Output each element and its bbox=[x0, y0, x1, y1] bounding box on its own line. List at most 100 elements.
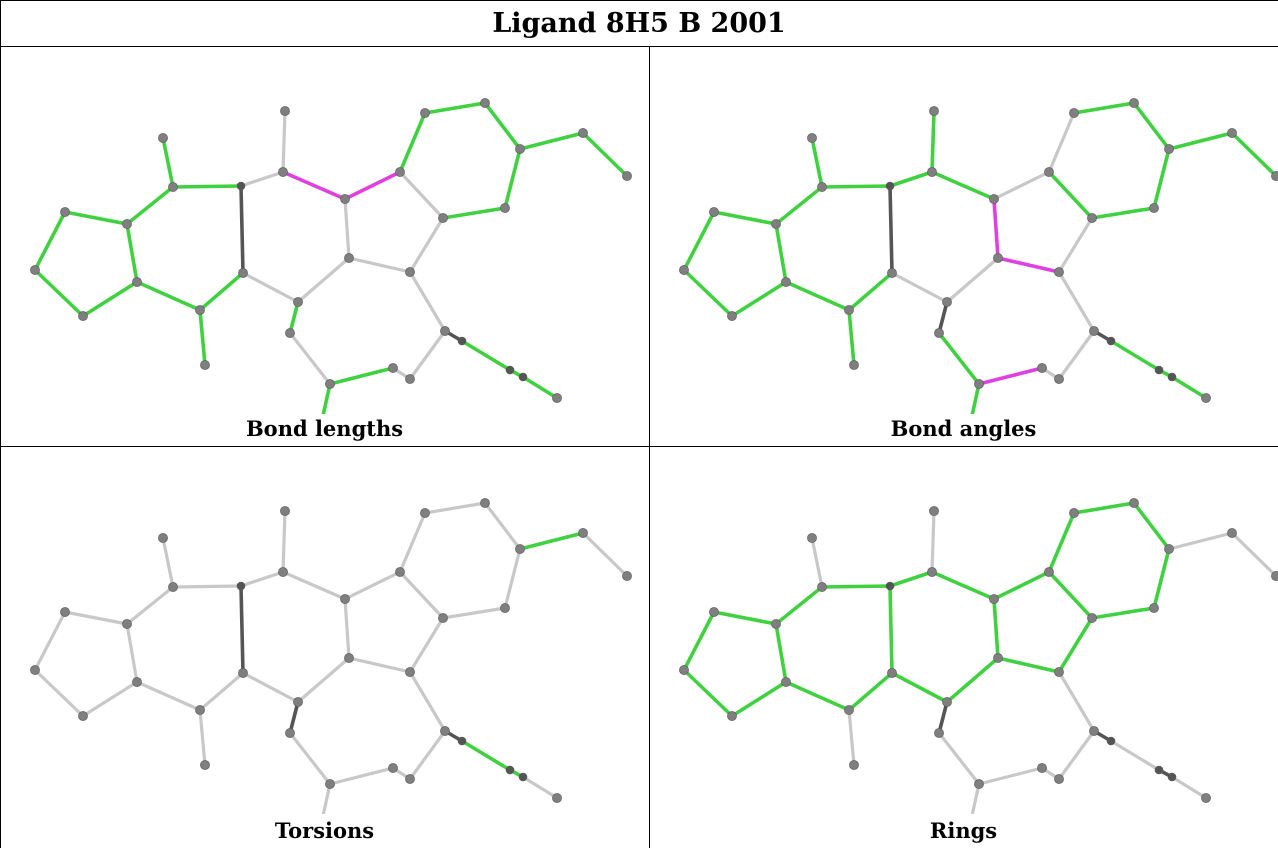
bond-ok-7 bbox=[992, 570, 1051, 601]
atom-9 bbox=[1227, 528, 1237, 538]
atom-11 bbox=[168, 582, 178, 592]
bond-ok-4 bbox=[888, 584, 894, 675]
atom-9 bbox=[1227, 128, 1237, 138]
atom-20 bbox=[942, 297, 952, 307]
atom-32 bbox=[518, 772, 528, 782]
atom-1 bbox=[158, 133, 168, 143]
atom-13 bbox=[709, 207, 719, 217]
atom-19 bbox=[238, 668, 248, 678]
molecule-diagram-bond-angles bbox=[679, 98, 1278, 414]
bond-ok-14 bbox=[1167, 131, 1234, 151]
bond-ok-28 bbox=[198, 308, 207, 367]
bond-ok-0 bbox=[930, 109, 936, 174]
atom-32 bbox=[1167, 372, 1177, 382]
molecule-diagram-rings bbox=[679, 498, 1278, 814]
atom-15 bbox=[727, 711, 737, 721]
bond-default-18 bbox=[408, 616, 445, 674]
atom-17 bbox=[195, 305, 205, 315]
bond-ok-21 bbox=[847, 671, 894, 712]
atom-9 bbox=[578, 528, 588, 538]
row-divider bbox=[0, 446, 1278, 447]
atom-15 bbox=[727, 311, 737, 321]
column-divider bbox=[649, 46, 650, 848]
atom-7 bbox=[1044, 567, 1054, 577]
bond-ok-29 bbox=[288, 300, 300, 335]
atom-25 bbox=[500, 603, 510, 613]
bond-ok-13 bbox=[1047, 170, 1094, 220]
atom-3 bbox=[1129, 98, 1139, 108]
bond-ok-22 bbox=[784, 680, 851, 712]
bond-ok-2 bbox=[125, 185, 175, 226]
bond-ok-23 bbox=[774, 222, 788, 284]
bond-outlier-16 bbox=[992, 197, 1000, 260]
bond-ok-35 bbox=[970, 382, 981, 414]
bond-default-35 bbox=[321, 782, 332, 814]
atom-24 bbox=[1087, 213, 1097, 223]
atom-25 bbox=[500, 203, 510, 213]
atom-10 bbox=[622, 571, 632, 581]
bond-outlier-31 bbox=[977, 366, 1044, 386]
atom-9 bbox=[578, 128, 588, 138]
bond-default-5 bbox=[239, 170, 285, 188]
atom-10 bbox=[1271, 171, 1278, 181]
bond-ok-16 bbox=[992, 597, 1000, 660]
bond-default-5 bbox=[239, 570, 285, 588]
atom-0 bbox=[280, 106, 290, 116]
atom-22 bbox=[993, 653, 1003, 663]
bond-default-13 bbox=[398, 570, 445, 620]
bond-ok-8 bbox=[1047, 511, 1076, 574]
atom-1 bbox=[807, 133, 817, 143]
atom-19 bbox=[887, 668, 897, 678]
bond-ok-5 bbox=[888, 170, 934, 188]
atom-16 bbox=[781, 677, 791, 687]
atom-27 bbox=[1106, 336, 1116, 346]
atom-33 bbox=[1201, 793, 1211, 803]
atom-30 bbox=[974, 379, 984, 389]
atom-21 bbox=[285, 328, 295, 338]
bond-default-11 bbox=[503, 547, 522, 610]
bond-default-19 bbox=[296, 656, 351, 704]
atom-28 bbox=[388, 763, 398, 773]
bond-ok-35 bbox=[321, 382, 332, 414]
atom-3 bbox=[480, 498, 490, 508]
bond-ok-20 bbox=[890, 671, 949, 704]
bond-default-26 bbox=[33, 668, 85, 718]
bond-ok-15 bbox=[581, 131, 629, 178]
atom-4 bbox=[885, 581, 895, 591]
bond-ok-14 bbox=[518, 531, 585, 551]
bond-ok-11 bbox=[1152, 147, 1171, 210]
bond-dark-29 bbox=[937, 300, 949, 335]
atom-19 bbox=[238, 268, 248, 278]
bond-default-1 bbox=[161, 536, 175, 589]
atom-12 bbox=[771, 219, 781, 229]
atom-28 bbox=[1037, 363, 1047, 373]
bond-ok-23 bbox=[774, 622, 788, 684]
atom-13 bbox=[709, 607, 719, 617]
bond-default-24 bbox=[63, 610, 129, 626]
atom-6 bbox=[989, 194, 999, 204]
atom-31 bbox=[505, 765, 515, 775]
bond-ok-28 bbox=[847, 308, 856, 367]
bond-ok-22 bbox=[784, 280, 851, 312]
bond-ok-1 bbox=[810, 136, 824, 189]
atom-11 bbox=[168, 182, 178, 192]
bond-default-7 bbox=[992, 170, 1051, 201]
panel-bond-angles: Bond angles bbox=[649, 46, 1278, 446]
bond-ok-1 bbox=[161, 136, 175, 189]
atom-4 bbox=[885, 181, 895, 191]
bond-outlier-7 bbox=[343, 170, 402, 201]
atom-6 bbox=[340, 594, 350, 604]
bond-default-15 bbox=[581, 531, 629, 578]
bond-default-19 bbox=[945, 256, 1000, 304]
bond-ok-12 bbox=[1090, 206, 1156, 220]
atom-5 bbox=[278, 567, 288, 577]
bond-default-35 bbox=[970, 782, 981, 814]
bond-default-12 bbox=[441, 606, 507, 620]
bond-ok-6 bbox=[930, 170, 996, 201]
bond-ok-23 bbox=[125, 222, 139, 284]
bond-default-7 bbox=[343, 570, 402, 601]
bond-default-9 bbox=[423, 501, 487, 515]
atom-2 bbox=[1069, 108, 1079, 118]
bond-ok-3 bbox=[820, 184, 892, 189]
